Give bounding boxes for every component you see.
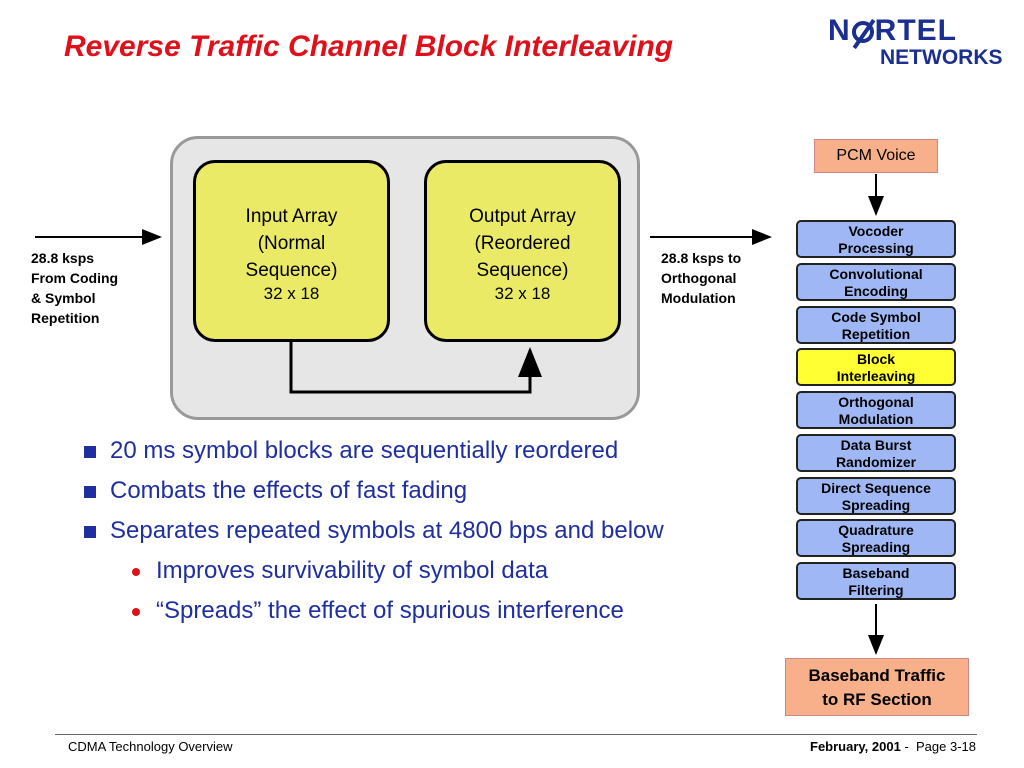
input-rate-line4: Repetition: [31, 310, 100, 326]
chain-label-line2: Processing: [838, 240, 914, 256]
chain-label-line1: Block: [856, 351, 896, 367]
logo-text-networks: NETWORKS: [880, 46, 1003, 69]
chain-label-line1: Code Symbol: [831, 309, 921, 325]
bullet-item: Separates repeated symbols at 4800 bps a…: [82, 516, 742, 546]
bullet-list: 20 ms symbol blocks are sequentially reo…: [82, 436, 742, 636]
input-array-dimensions: 32 x 18: [263, 284, 320, 303]
chain-label-line2: Filtering: [848, 582, 904, 598]
output-array-box: Output Array (Reordered Sequence) 32 x 1…: [424, 160, 621, 342]
chain-block-orthogonal-modulation: Orthogonal Modulation: [796, 391, 956, 429]
footer-page-info: February, 2001 - Page 3-18: [810, 739, 976, 754]
input-array-line2: (Normal: [257, 233, 326, 254]
chain-block-direct-sequence-spreading: Direct Sequence Spreading: [796, 477, 956, 515]
output-rate-line2: Orthogonal: [661, 270, 737, 286]
chain-label-line1: Orthogonal: [838, 394, 914, 410]
output-array-line1: Output Array: [469, 206, 576, 227]
chain-label-line2: Randomizer: [835, 454, 917, 470]
bullet-item: 20 ms symbol blocks are sequentially reo…: [82, 436, 742, 466]
footer-page-number: 3-18: [949, 739, 976, 754]
sub-bullet-item: Improves survivability of symbol data: [82, 556, 742, 586]
output-array-line2: (Reordered: [474, 233, 571, 254]
input-rate-line2: From Coding: [31, 270, 119, 286]
footer-course-title: CDMA Technology Overview: [68, 739, 233, 754]
chain-label-line1: Direct Sequence: [821, 480, 931, 496]
chain-block-vocoder: Vocoder Processing: [796, 220, 956, 258]
output-array-dimensions: 32 x 18: [494, 284, 551, 303]
output-rate-line3: Modulation: [661, 290, 736, 306]
baseband-traffic-line1: Baseband Traffic: [808, 666, 946, 685]
footer-date: February, 2001: [810, 739, 901, 754]
page-title: Reverse Traffic Channel Block Interleavi…: [64, 30, 674, 63]
chain-block-block-interleaving: Block Interleaving: [796, 348, 956, 386]
logo-o-icon: [851, 21, 874, 43]
input-array-box: Input Array (Normal Sequence) 32 x 18: [193, 160, 390, 342]
sub-bullet-item: “Spreads” the effect of spurious interfe…: [82, 596, 742, 626]
output-rate-label: 28.8 ksps to Orthogonal Modulation: [661, 248, 741, 308]
chain-label-line2: Interleaving: [836, 368, 916, 384]
input-rate-label: 28.8 ksps From Coding & Symbol Repetitio…: [31, 248, 118, 328]
chain-label-line1: Vocoder: [848, 223, 904, 239]
chain-label-line2: Modulation: [838, 411, 914, 427]
chain-block-quadrature-spreading: Quadrature Spreading: [796, 519, 956, 557]
chain-block-code-symbol-repetition: Code Symbol Repetition: [796, 306, 956, 344]
reorder-path-arrow: [289, 342, 542, 394]
logo-text-rtel: RTEL: [874, 14, 957, 47]
baseband-traffic-line2: to RF Section: [822, 690, 932, 709]
nortel-networks-logo: N RTEL NETWORKS: [828, 14, 1018, 74]
chain-label-line2: Spreading: [841, 497, 911, 513]
chain-label-line2: Repetition: [841, 326, 911, 342]
input-rate-line3: & Symbol: [31, 290, 96, 306]
chain-label-line1: Baseband: [842, 565, 910, 581]
baseband-traffic-box: Baseband Traffic to RF Section: [785, 658, 969, 716]
input-array-line3: Sequence): [245, 260, 338, 281]
chain-label-line2: Spreading: [841, 539, 911, 555]
footer-divider: [55, 734, 977, 735]
chain-label-line2: Encoding: [844, 283, 908, 299]
chain-label-line1: Quadrature: [838, 522, 914, 538]
bullet-item: Combats the effects of fast fading: [82, 476, 742, 506]
input-array-line1: Input Array: [245, 206, 338, 227]
chain-block-convolutional-encoding: Convolutional Encoding: [796, 263, 956, 301]
chain-label-line1: Convolutional: [829, 266, 923, 282]
footer-separator: - Page: [900, 739, 950, 754]
pcm-voice-box: PCM Voice: [814, 139, 938, 173]
input-rate-line1: 28.8 ksps: [31, 250, 95, 266]
logo-text-n: N: [828, 14, 851, 47]
chain-label-line1: Data Burst: [840, 437, 912, 453]
chain-block-baseband-filtering: Baseband Filtering: [796, 562, 956, 600]
output-rate-line1: 28.8 ksps to: [661, 250, 742, 266]
output-array-line3: Sequence): [476, 260, 569, 281]
chain-block-data-burst-randomizer: Data Burst Randomizer: [796, 434, 956, 472]
